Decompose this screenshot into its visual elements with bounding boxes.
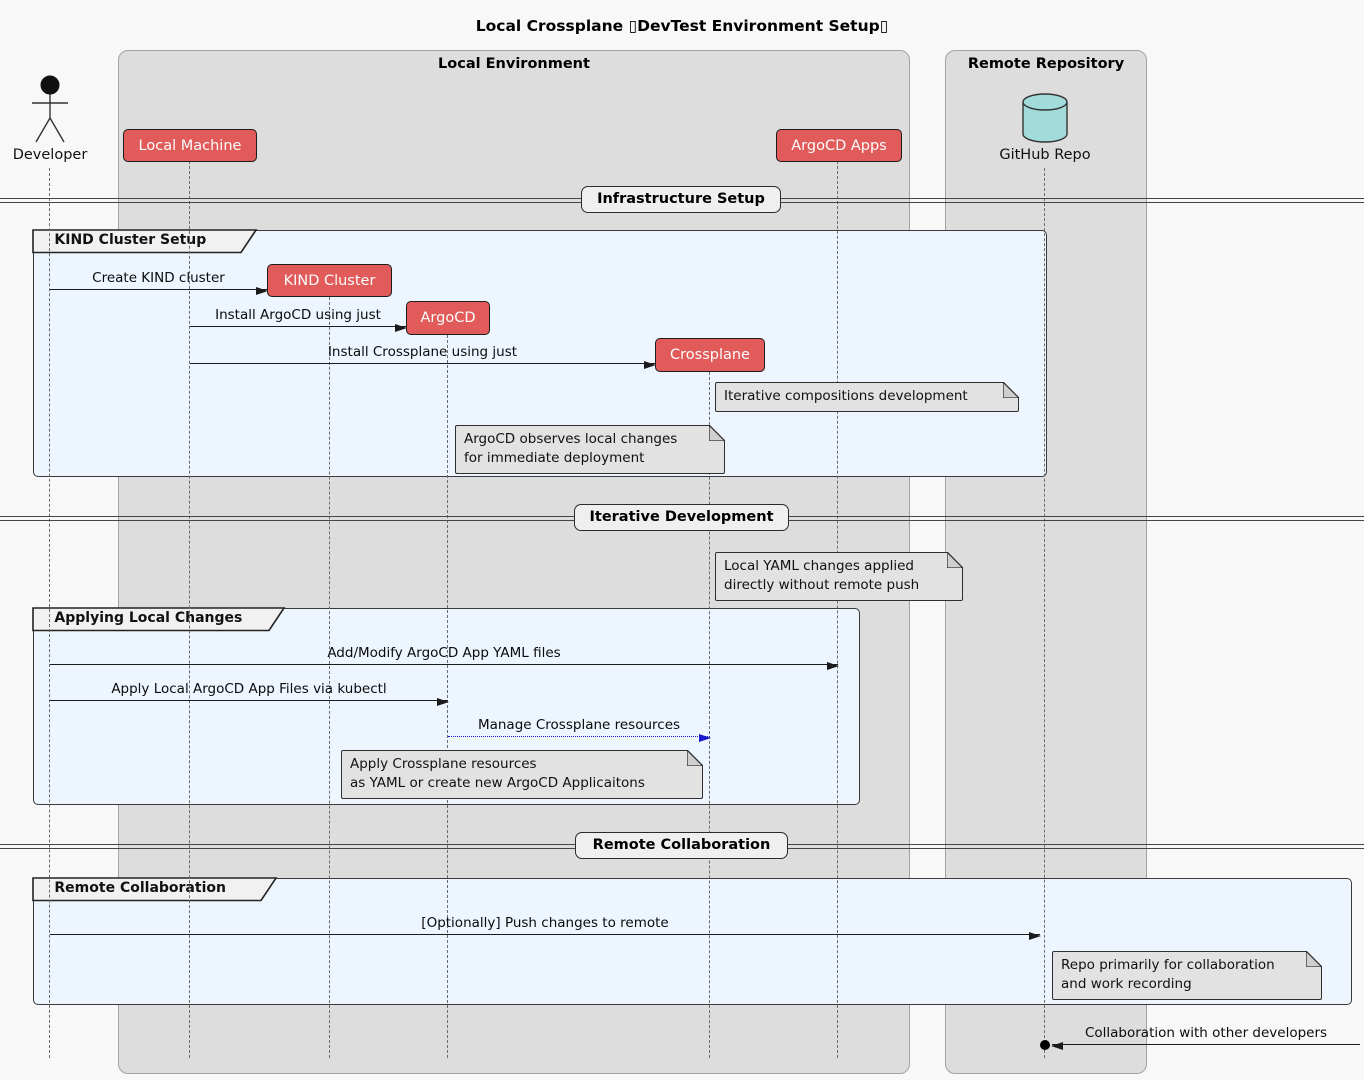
lifeline-argocd-apps: [837, 161, 838, 1058]
note-text: directly without remote push: [724, 577, 920, 593]
message-line: [190, 326, 406, 327]
note-fold-icon: [947, 551, 964, 568]
message-line: [448, 736, 710, 737]
message-push-remote: [Optionally] Push changes to remote: [50, 913, 1041, 940]
group-tab-shape-icon: [32, 877, 278, 902]
message-collaboration: Collaboration with other developers: [1051, 1023, 1360, 1050]
message-line: [1052, 1044, 1360, 1045]
message-line: [190, 363, 655, 364]
message-label: Apply Local ArgoCD App Files via kubectl: [111, 681, 387, 697]
message-apply-kubectl: Apply Local ArgoCD App Files via kubectl: [50, 679, 449, 706]
arrowhead-right-icon: [644, 361, 656, 369]
note-fold-icon: [709, 424, 726, 441]
lifeline-kind-cluster: [329, 297, 330, 1058]
group-kind-cluster-setup-tab: KIND Cluster Setup: [32, 229, 258, 258]
participant-github-repo-label: GitHub Repo: [999, 147, 1091, 163]
message-install-argocd: Install ArgoCD using just: [190, 305, 407, 332]
message-label: [Optionally] Push changes to remote: [421, 915, 669, 931]
note-fold-icon: [1306, 950, 1323, 967]
note-fold-icon: [1003, 381, 1020, 398]
note-argocd-observes: ArgoCD observes local changes for immedi…: [455, 424, 726, 474]
message-label: Manage Crossplane resources: [477, 717, 681, 733]
note-fold-icon: [687, 749, 704, 766]
participant-crossplane: Crossplane: [655, 338, 765, 372]
message-label: Create KIND cluster: [92, 270, 225, 286]
database-icon: [1022, 93, 1068, 143]
divider-infrastructure-setup: Infrastructure Setup: [581, 186, 781, 213]
note-text: Apply Crossplane resources: [350, 756, 537, 772]
diagram-title: Local Crossplane ▯DevTest Environment Se…: [475, 17, 889, 35]
participant-developer-label: Developer: [12, 147, 88, 163]
note-text: Repo primarily for collaboration: [1061, 957, 1275, 973]
note-text: for immediate deployment: [464, 450, 645, 466]
message-line: [50, 934, 1040, 935]
lifeline-github-repo: [1044, 168, 1045, 1058]
group-remote-collaboration-tab: Remote Collaboration: [32, 877, 278, 906]
message-label: Collaboration with other developers: [1084, 1025, 1328, 1041]
arrowhead-right-icon: [1029, 932, 1041, 940]
arrowhead-right-icon: [827, 662, 839, 670]
arrowhead-left-icon: [1051, 1042, 1063, 1050]
message-label: Install ArgoCD using just: [215, 307, 381, 323]
group-tab-shape-icon: [32, 229, 258, 254]
message-install-crossplane: Install Crossplane using just: [190, 342, 656, 369]
developer-actor-icon: [32, 75, 68, 143]
group-applying-local-changes: Applying Local Changes: [32, 607, 860, 805]
note-iterative-compositions: Iterative compositions development: [715, 381, 1020, 412]
group-tab-shape-icon: [32, 607, 286, 632]
note-repo-primarily: Repo primarily for collaboration and wor…: [1052, 950, 1323, 1000]
note-text: Local YAML changes applied: [724, 558, 914, 574]
message-endpoint-dot: [1040, 1040, 1050, 1050]
arrowhead-right-icon: [256, 287, 268, 295]
message-create-kind-cluster: Create KIND cluster: [50, 268, 268, 295]
note-text: ArgoCD observes local changes: [464, 431, 678, 447]
participant-kind-cluster: KIND Cluster: [267, 264, 392, 297]
message-line: [50, 700, 448, 701]
note-text: as YAML or create new ArgoCD Applicaiton…: [350, 775, 645, 791]
note-local-yaml: Local YAML changes applied directly with…: [715, 551, 964, 601]
participant-argocd-apps: ArgoCD Apps: [776, 129, 902, 162]
lifeline-argocd: [447, 335, 448, 1058]
message-line: [50, 289, 267, 290]
arrowhead-right-icon: [395, 324, 407, 332]
note-text: and work recording: [1061, 976, 1192, 992]
message-label: Install Crossplane using just: [327, 344, 518, 360]
box-remote-repository-title: Remote Repository: [967, 56, 1125, 72]
divider-iterative-development: Iterative Development: [574, 504, 789, 531]
message-line: [50, 664, 838, 665]
lifeline-local-machine: [189, 161, 190, 1058]
arrowhead-right-icon: [699, 734, 711, 742]
participant-argocd: ArgoCD: [406, 301, 490, 335]
group-kind-cluster-setup-label: KIND Cluster Setup: [54, 232, 207, 249]
message-manage-crossplane: Manage Crossplane resources: [448, 715, 711, 742]
arrowhead-right-icon: [437, 698, 449, 706]
group-applying-local-changes-tab: Applying Local Changes: [32, 607, 286, 636]
message-add-modify-yaml: Add/Modify ArgoCD App YAML files: [50, 643, 839, 670]
participant-local-machine: Local Machine: [123, 129, 257, 162]
message-label: Add/Modify ArgoCD App YAML files: [327, 645, 561, 661]
divider-remote-collaboration: Remote Collaboration: [575, 832, 788, 859]
note-text: Iterative compositions development: [724, 388, 968, 404]
lifeline-crossplane: [709, 372, 710, 1058]
group-remote-collaboration-label: Remote Collaboration: [54, 880, 226, 897]
box-local-environment-title: Local Environment: [438, 56, 590, 72]
lifeline-developer: [49, 168, 50, 1058]
note-apply-crossplane: Apply Crossplane resources as YAML or cr…: [341, 749, 704, 799]
group-applying-local-changes-label: Applying Local Changes: [54, 610, 243, 627]
